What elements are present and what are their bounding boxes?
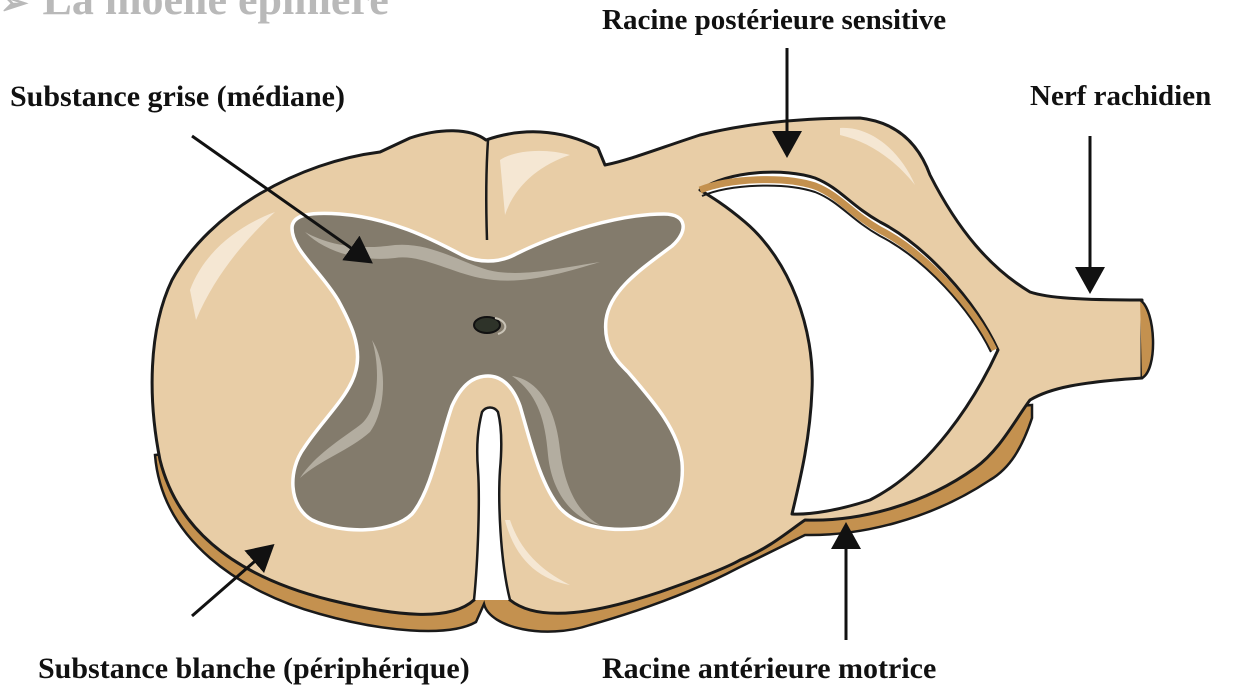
gray-matter-highlight <box>512 376 600 525</box>
nerve-end-cap <box>1139 298 1155 380</box>
arrow-substance-blanche <box>191 544 275 618</box>
gray-matter-highlight <box>300 340 384 478</box>
label-substance-blanche: Substance blanche (périphérique) <box>38 652 470 685</box>
arrow-substance-grise <box>191 134 373 264</box>
white-matter-highlight <box>500 150 570 215</box>
white-matter <box>150 116 1144 616</box>
anterior-fissure <box>472 406 512 601</box>
white-matter-highlight <box>840 127 915 185</box>
central-canal <box>473 316 501 334</box>
white-matter-highlight <box>190 212 275 320</box>
section-heading-text: La moelle épinière <box>43 0 389 24</box>
root-gap-edge <box>698 176 998 352</box>
label-racine-anterieure: Racine antérieure motrice <box>602 652 937 685</box>
label-racine-posterieure: Racine postérieure sensitive <box>602 4 947 36</box>
central-canal-highlight <box>494 317 507 335</box>
white-matter-highlight <box>505 520 570 585</box>
label-substance-grise: Substance grise (médiane) <box>10 80 345 113</box>
label-nerf-rachidien: Nerf rachidien <box>1030 80 1212 112</box>
root-gap-edge-outline <box>701 184 992 353</box>
posterior-fissure <box>485 139 490 241</box>
section-heading: ➢ La moelle épinière <box>0 0 389 22</box>
gray-matter <box>290 211 685 532</box>
bullet-arrow-icon: ➢ <box>0 0 29 22</box>
